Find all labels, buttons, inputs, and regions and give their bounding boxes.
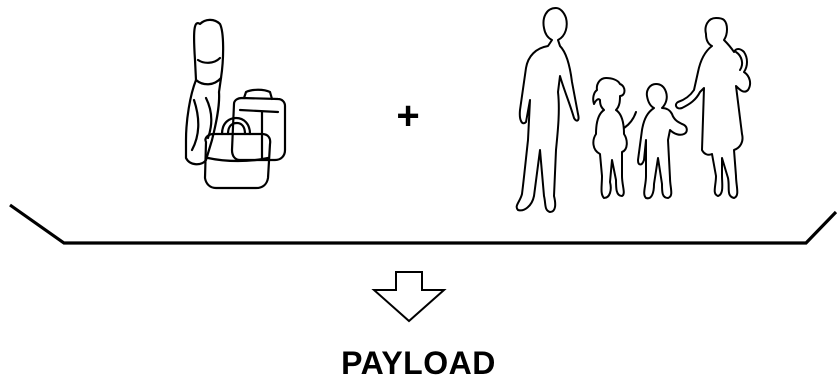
down-arrow-icon <box>374 272 444 321</box>
payload-label: PAYLOAD <box>0 343 837 383</box>
plus-operator: + <box>388 96 428 136</box>
grouping-bracket <box>10 205 836 243</box>
family-silhouette-icon <box>517 8 750 212</box>
luggage-icon <box>186 20 285 188</box>
